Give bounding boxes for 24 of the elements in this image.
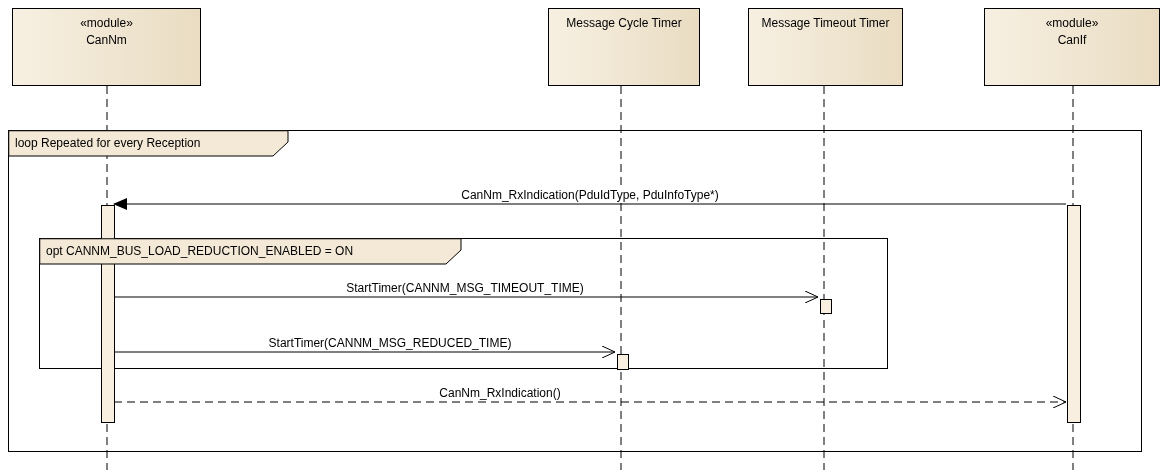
message-label: StartTimer(CANNM_MSG_TIMEOUT_TIME) (344, 282, 586, 295)
stereotype-label: «module» (79, 15, 134, 32)
message-label: CanNm_RxIndication(PduIdType, PduInfoType*) (459, 189, 721, 202)
lifeline-header (548, 8, 700, 86)
participant-name: Message Timeout Timer (760, 15, 891, 32)
activation-bar (617, 354, 629, 370)
message-label: StartTimer(CANNM_MSG_REDUCED_TIME) (266, 337, 514, 350)
message-arrow (113, 198, 1067, 210)
participant-name: CanNm (85, 32, 128, 49)
frame-label: loop Repeated for every Reception (15, 136, 201, 150)
stereotype-label: «module» (1044, 15, 1100, 32)
return-message-arrow (113, 395, 1067, 409)
activation-bar (1067, 205, 1081, 423)
participant-name: Message Cycle Timer (565, 15, 683, 32)
message-label: CanNm_RxIndication() (437, 387, 563, 400)
frame-label: opt CANNM_BUS_LOAD_REDUCTION_ENABLED = ON (46, 244, 354, 258)
lifeline-header (984, 8, 1160, 86)
lifeline-header (748, 8, 903, 86)
message-arrow (113, 345, 616, 359)
lifeline-header (12, 8, 201, 86)
loop-frame (8, 130, 1142, 452)
participant-name: CanIf (1056, 32, 1088, 49)
activation-bar (820, 299, 832, 314)
message-arrow (113, 290, 819, 304)
